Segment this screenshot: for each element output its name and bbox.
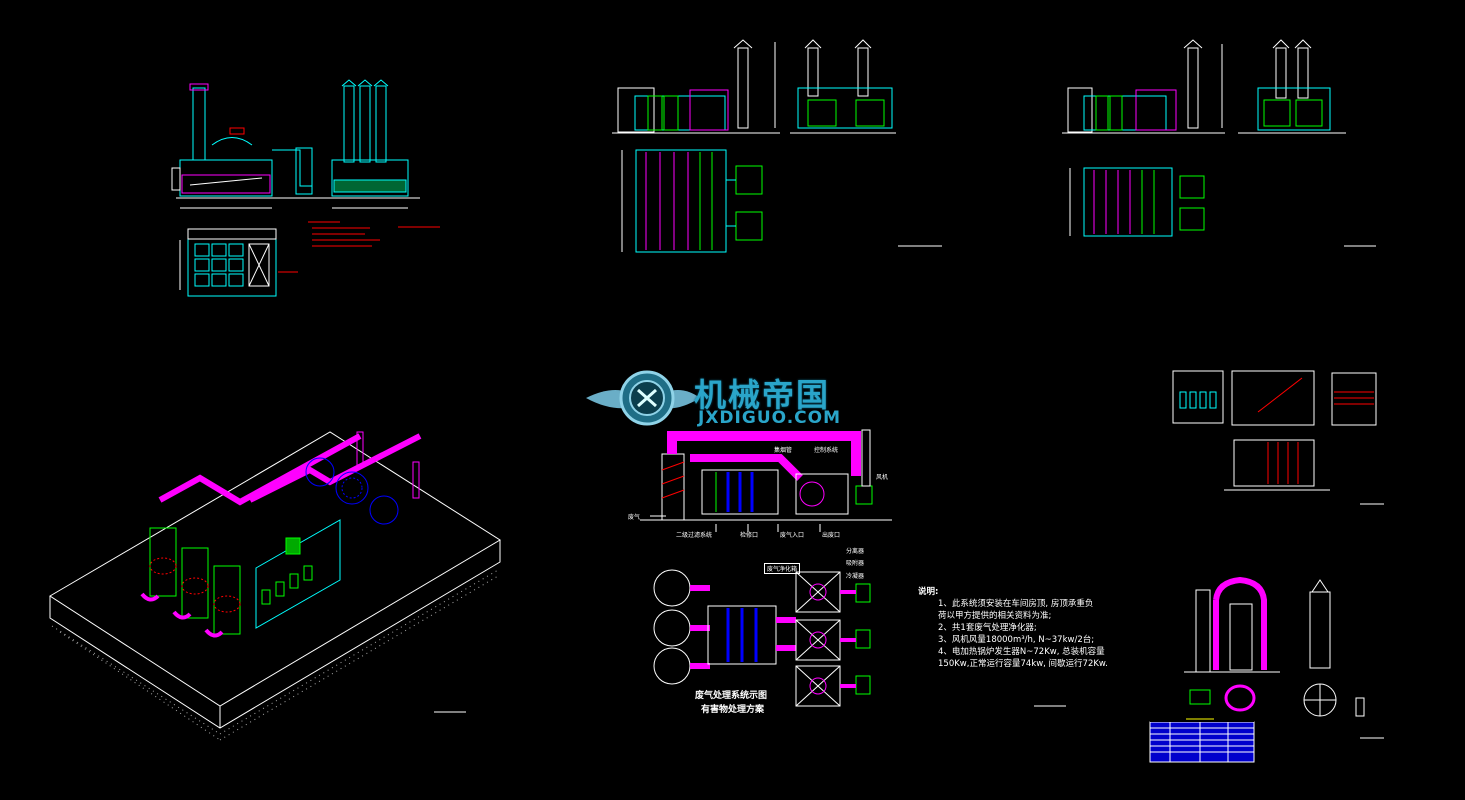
- label-fan: 风机: [876, 474, 889, 481]
- process-plan: [653, 569, 871, 707]
- right-middle-views: [1172, 370, 1377, 491]
- schematic-caption: 废气处理系统示图: [695, 691, 768, 701]
- top-left-elevation: [171, 79, 420, 209]
- label-gas-outlet: 出废口: [822, 532, 841, 539]
- notes-block: 说明: 1、此系统须安装在车间房顶, 房顶承重负 荷以甲方提供的相关资料为准; …: [918, 586, 1108, 670]
- top-center-elevation: [612, 39, 896, 134]
- isometric-view: [49, 431, 501, 729]
- isometric-ground-texture: [51, 569, 499, 741]
- notes-item-2: 荷以甲方提供的相关资料为准;: [938, 611, 1052, 621]
- notes-item-6: 150Kw,正常运行容量74kw, 间歇运行72Kw.: [938, 659, 1108, 669]
- label-branch-2: 吸附器: [846, 560, 865, 567]
- label-branch-1: 分离器: [846, 548, 865, 555]
- label-blank-valve: 检修口: [740, 532, 759, 539]
- watermark: 机械帝国 JXDIGUO.COM: [584, 368, 884, 432]
- label-gas-inlet: 废气入口: [780, 532, 805, 539]
- process-schematic: [640, 429, 892, 532]
- watermark-brand-cn: 机械帝国: [694, 376, 831, 414]
- label-ctrl-system: 控制系统: [814, 447, 839, 454]
- top-center-plan: [621, 149, 763, 253]
- schematic-subcaption: 有害物处理方案: [701, 705, 765, 715]
- label-waste-box: 废气净化箱: [764, 563, 801, 574]
- notes-item-5: 4、电加热锅炉发生器N~72Kw, 总装机容量: [938, 647, 1105, 657]
- notes-item-4: 3、风机风量18000m³/h, N~37kw/2台;: [938, 635, 1095, 645]
- top-left-red-notes: [278, 221, 440, 273]
- notes-title: 说明:: [918, 587, 939, 597]
- label-branch-3: 冷凝器: [846, 573, 865, 580]
- label-inlet: 废气: [628, 514, 641, 521]
- label-dry-filter: 二级过滤系统: [676, 532, 713, 539]
- bottom-right-tower: [1184, 576, 1365, 717]
- gear-jx-icon: [586, 370, 700, 426]
- top-right-plan: [1069, 167, 1205, 237]
- notes-item-3: 2、共1套废气处理净化器;: [938, 623, 1037, 633]
- watermark-brand-en: JXDIGUO.COM: [698, 408, 842, 428]
- top-left-plan: [179, 228, 277, 297]
- bottom-right-table: [1149, 716, 1255, 763]
- top-right-elevation: [1062, 39, 1346, 134]
- notes-item-1: 1、此系统须安装在车间房顶, 房顶承重负: [938, 599, 1094, 609]
- label-pipe-main: 集烟管: [774, 447, 793, 454]
